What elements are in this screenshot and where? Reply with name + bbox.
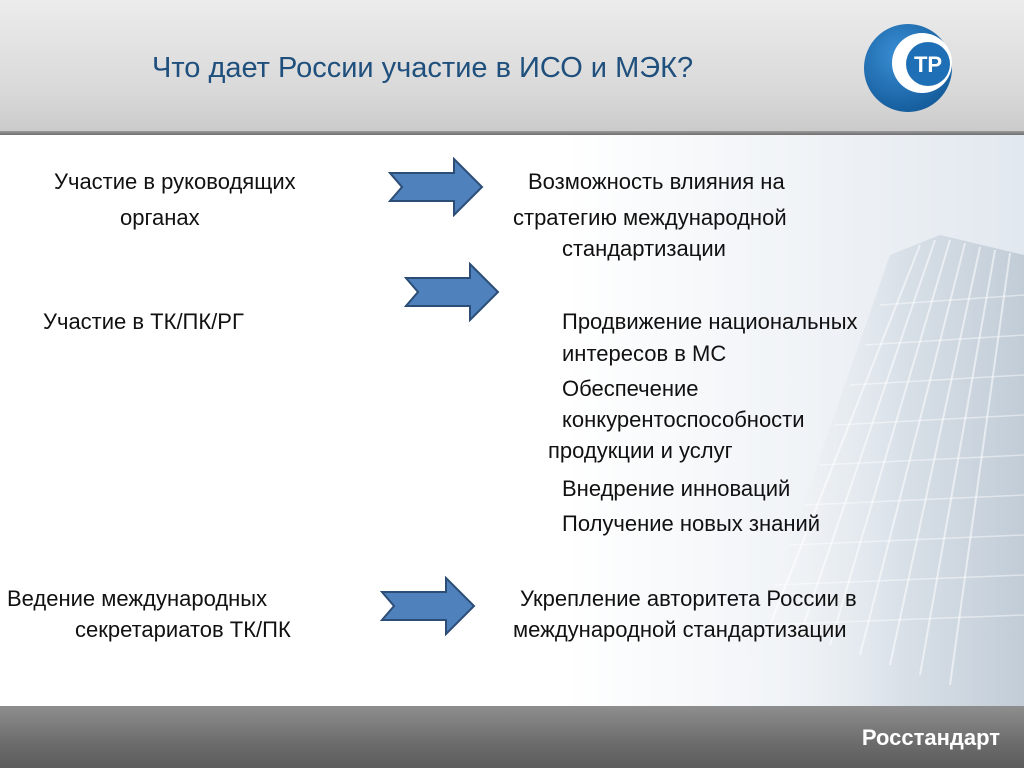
footer-brand: Росстандарт: [862, 725, 1000, 751]
right-item-2-line-1: Продвижение национальных: [562, 309, 858, 335]
right-item-6-line-2: международной стандартизации: [513, 617, 847, 643]
slide-title: Что дает России участие в ИСО и МЭК?: [152, 52, 693, 85]
right-item-3-line-3: продукции и услуг: [548, 438, 733, 464]
arrow-right-icon: [404, 262, 500, 322]
left-item-3-line-1: Ведение международных: [7, 586, 267, 612]
right-item-3-line-2: конкурентоспособности: [562, 407, 805, 433]
left-item-1-line-1: Участие в руководящих: [54, 169, 296, 195]
arrow-right-icon: [380, 576, 476, 636]
right-item-5: Получение новых знаний: [562, 511, 820, 537]
right-item-6-line-1: Укрепление авторитета России в: [520, 586, 857, 612]
left-item-3-line-2: секретариатов ТК/ПК: [75, 617, 291, 643]
right-item-2-line-2: интересов в МС: [562, 341, 726, 367]
right-item-1-line-1: Возможность влияния на: [528, 169, 785, 195]
logo-text: ТР: [914, 52, 942, 77]
slide-footer: Росстандарт: [0, 706, 1024, 768]
left-item-1-line-2: органах: [120, 205, 200, 231]
right-item-1-line-3: стандартизации: [562, 236, 726, 262]
right-item-4: Внедрение инноваций: [562, 476, 790, 502]
slide-header: Что дает России участие в ИСО и МЭК? ТР: [0, 0, 1024, 135]
right-item-3-line-1: Обеспечение: [562, 376, 699, 402]
arrow-right-icon: [388, 157, 484, 217]
right-item-1-line-2: стратегию международной: [513, 205, 787, 231]
left-item-2: Участие в ТК/ПК/РГ: [43, 309, 244, 335]
str-logo: ТР: [860, 18, 960, 118]
slide-content: Участие в руководящих органах Участие в …: [0, 135, 1024, 706]
